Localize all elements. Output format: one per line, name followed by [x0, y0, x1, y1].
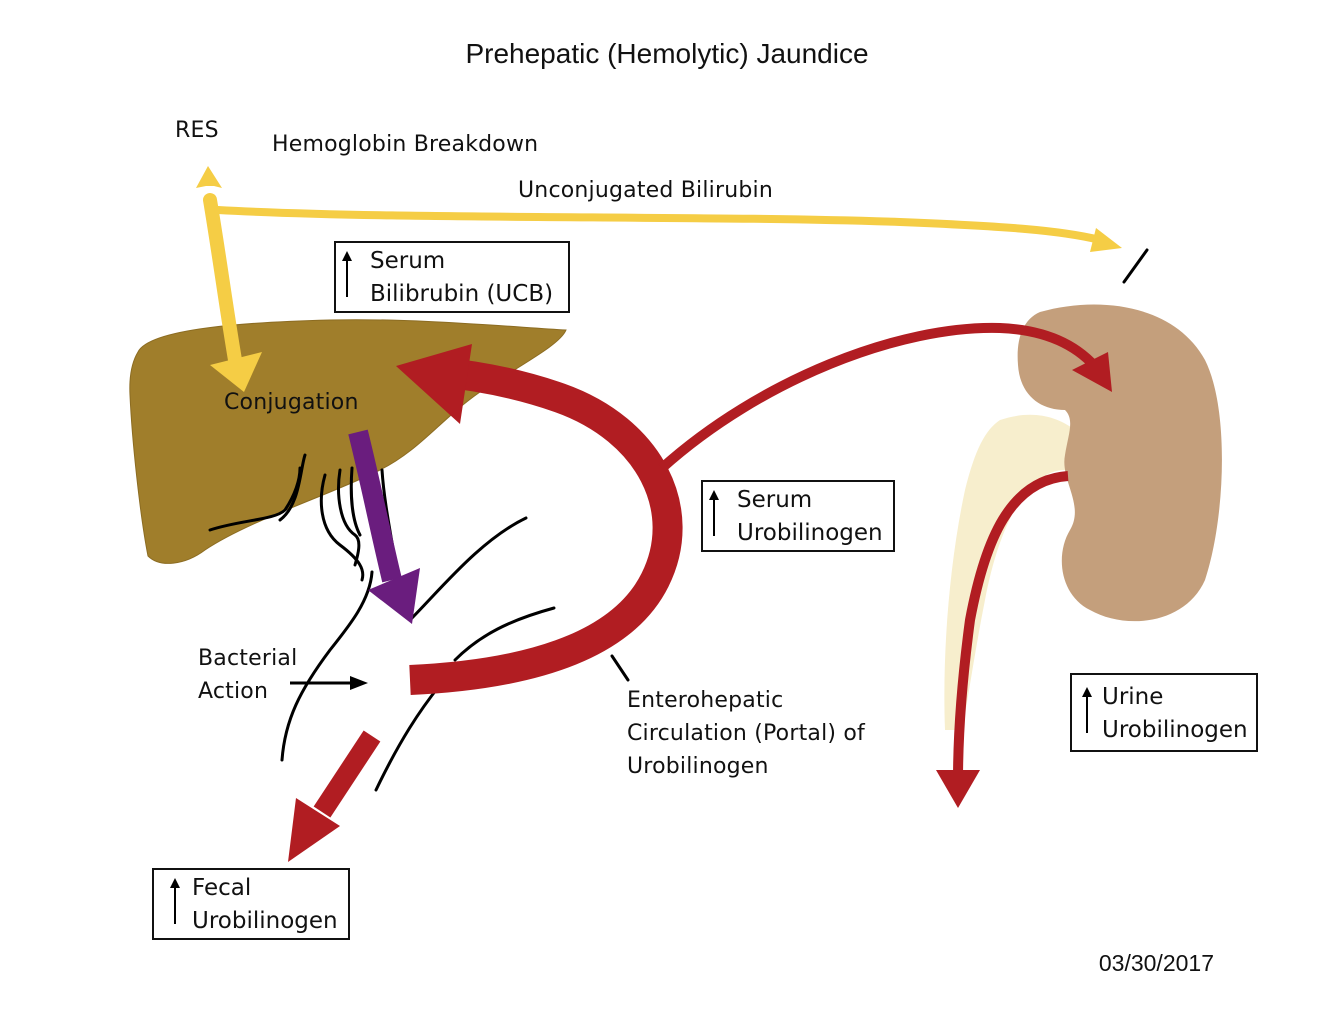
unconjugated-bilirubin-arrows	[196, 166, 1122, 392]
serum-urobilinogen-box: Serum Urobilinogen	[701, 480, 895, 552]
bile-flow-arrow	[348, 429, 420, 624]
res-label: RES	[175, 118, 219, 143]
conjugation-label: Conjugation	[224, 390, 359, 415]
up-arrow-icon	[1082, 687, 1092, 733]
serum-urobilinogen-line1: Serum	[737, 487, 813, 513]
serum-bilirubin-box: Serum Bilibrubin (UCB)	[334, 241, 570, 313]
urobilinogen-flow-arrows	[288, 322, 1112, 862]
urine-urobilinogen-line2: Urobilinogen	[1102, 717, 1248, 743]
diagram-title: Prehepatic (Hemolytic) Jaundice	[465, 38, 869, 69]
urine-urobilinogen-box: Urine Urobilinogen	[1070, 673, 1258, 752]
serum-bilirubin-line1: Serum	[370, 248, 446, 274]
bacterial-action-label-line2: Action	[198, 679, 269, 704]
fecal-urobilinogen-line1: Fecal	[192, 875, 252, 901]
bacterial-action-label-line1: Bacterial	[198, 646, 298, 671]
up-arrow-icon	[170, 878, 180, 924]
urine-urobilinogen-line1: Urine	[1102, 684, 1164, 710]
enterohepatic-label-line3: Urobilinogen	[627, 754, 769, 779]
fecal-urobilinogen-box: Fecal Urobilinogen	[152, 868, 350, 940]
unconjugated-bilirubin-label: Unconjugated Bilirubin	[518, 178, 774, 203]
fecal-urobilinogen-line2: Urobilinogen	[192, 908, 338, 934]
enterohepatic-label-line1: Enterohepatic	[627, 688, 784, 713]
bacterial-action-pointer	[290, 676, 368, 690]
kidney-shape	[1017, 304, 1222, 622]
date-stamp: 03/30/2017	[1098, 950, 1214, 976]
ureter-shape	[944, 414, 1075, 730]
serum-bilirubin-line2: Bilibrubin (UCB)	[370, 281, 554, 307]
serum-urobilinogen-line2: Urobilinogen	[737, 520, 883, 546]
hemoglobin-breakdown-label: Hemoglobin Breakdown	[272, 132, 539, 157]
up-arrow-icon	[709, 490, 719, 536]
up-arrow-icon	[342, 251, 352, 297]
enterohepatic-label-line2: Circulation (Portal) of	[627, 721, 865, 746]
